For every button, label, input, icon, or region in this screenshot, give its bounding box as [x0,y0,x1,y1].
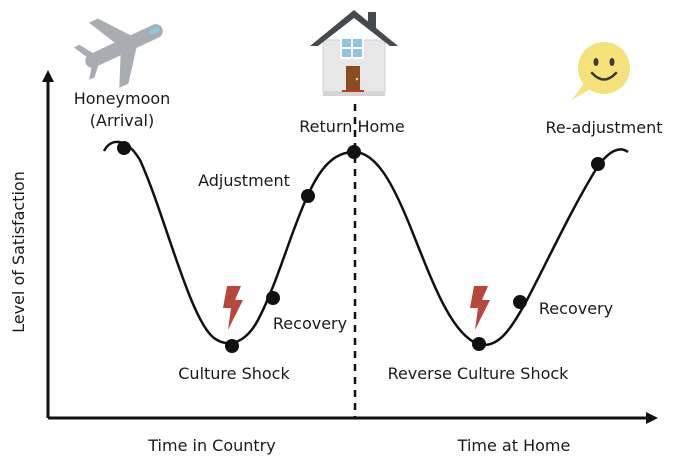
y-axis-label: Level of Satisfaction [9,171,28,333]
honeymoon-label: Honeymoon [74,89,171,108]
recovery-label-2: Recovery [539,299,613,318]
culture-shock-label: Culture Shock [178,364,290,383]
x-axis-label-right: Time at Home [457,436,571,455]
adjustment-label: Adjustment [198,171,290,190]
adjustment-point [301,189,315,203]
recovery-point-2 [513,295,527,309]
return-home-label: Return Home [299,117,404,136]
house-icon [310,10,398,96]
recovery-point-1 [266,291,280,305]
readjustment-point [591,157,605,171]
airplane-icon [73,18,163,88]
x-axis-label-left: Time in Country [147,436,275,455]
smiley-speech-bubble-icon [572,42,630,100]
lightning-icon [470,286,490,330]
recovery-label-1: Recovery [273,314,347,333]
lightning-icon [223,286,243,330]
return-home-point [347,145,361,159]
reverse-culture-shock-point [472,337,486,351]
reverse-culture-shock-label: Reverse Culture Shock [388,364,570,383]
readjustment-label: Re-adjustment [545,118,662,137]
honeymoon-point [117,141,131,155]
arrival-label: (Arrival) [90,111,154,130]
culture-shock-point [225,339,239,353]
